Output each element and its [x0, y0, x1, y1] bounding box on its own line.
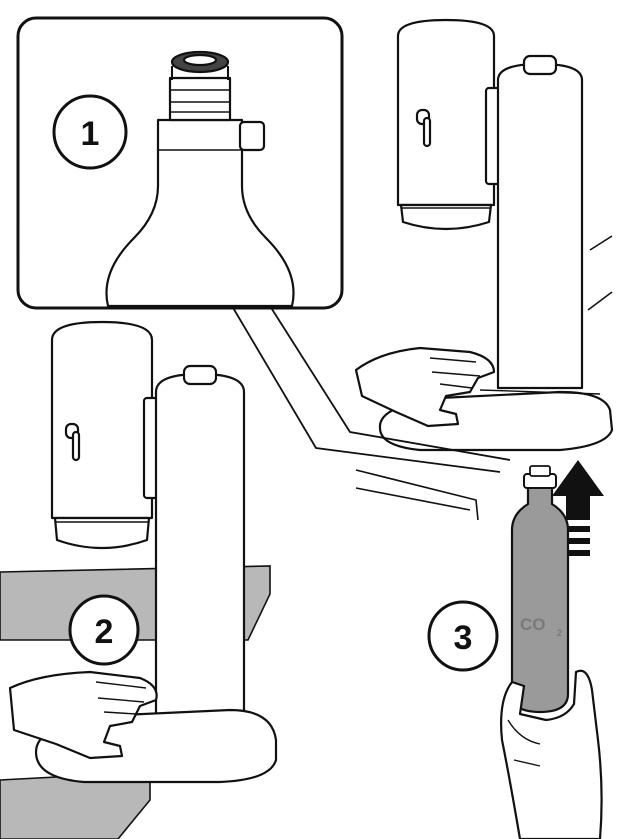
rear-bottle-cap: [399, 203, 493, 231]
column-body: [496, 62, 584, 390]
step-3-number: 3: [454, 619, 473, 657]
step-1-number: 1: [81, 115, 100, 153]
inset-panel: 1: [16, 16, 511, 473]
co2-cylinder: [510, 484, 570, 714]
step-1-badge: [52, 94, 128, 170]
hand-bottom-left: [8, 670, 158, 760]
table-edge-top: [355, 235, 613, 521]
callout-line: [231, 305, 511, 473]
step-3-badge: [427, 600, 499, 672]
step-2-number: 2: [95, 613, 114, 651]
hand-top-right: [354, 346, 496, 428]
hand-bottom-right: [500, 669, 603, 839]
inset-bottle-neck: [105, 50, 295, 308]
co2-cylinder-group: CO 2 3: [427, 460, 604, 839]
rear-bottle-body: [396, 18, 496, 207]
machine-top-right: [354, 18, 614, 521]
co2-subscript: 2: [557, 628, 562, 638]
inset-valve-side: [238, 120, 266, 152]
machine-bottom-left: 2: [0, 320, 278, 839]
step-2-badge: [68, 594, 140, 666]
column-cap: [522, 54, 558, 76]
up-arrow-icon: [552, 460, 604, 520]
co2-label: CO: [520, 615, 546, 634]
